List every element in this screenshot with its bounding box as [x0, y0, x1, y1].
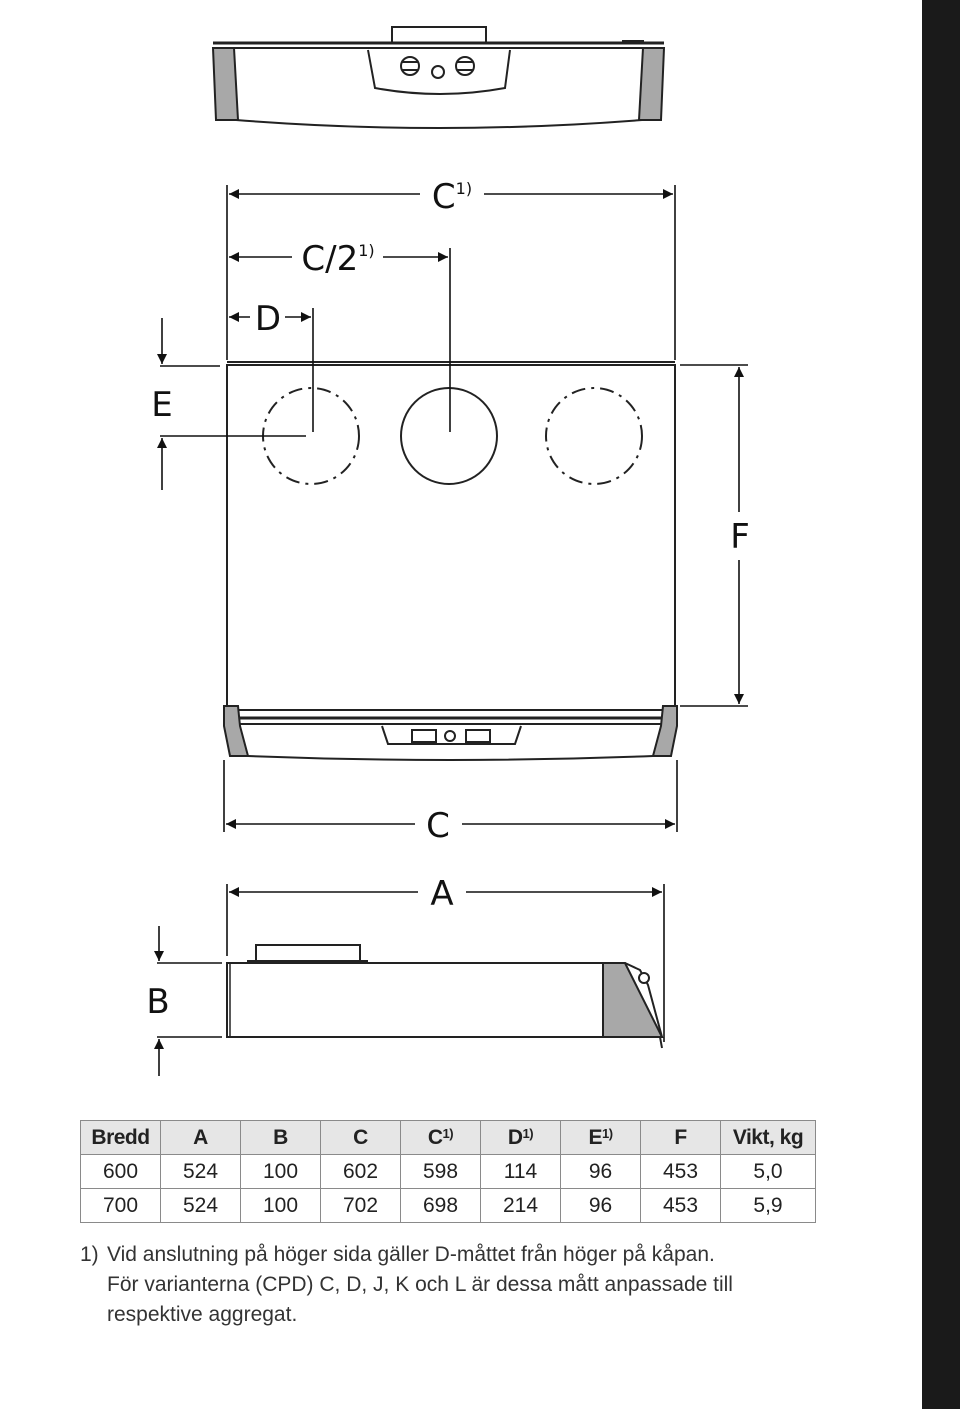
- plan-view: [223, 361, 678, 761]
- table-cell: 100: [240, 1188, 321, 1223]
- table-cell: 100: [240, 1154, 321, 1189]
- footnote-marker: 1): [80, 1243, 99, 1266]
- connection-right-optional: [545, 387, 643, 485]
- dim-label-d: D: [255, 299, 281, 339]
- dim-label-f: F: [730, 517, 750, 557]
- col-header-c: C: [320, 1120, 401, 1155]
- svg-text:C1): C1): [432, 177, 472, 217]
- footnote-1: 1) Vid anslutning på höger sida gäller D…: [80, 1240, 800, 1270]
- footnotes: 1) Vid anslutning på höger sida gäller D…: [80, 1240, 800, 1330]
- table-cell: 114: [480, 1154, 561, 1189]
- col-header-b: B: [240, 1120, 321, 1155]
- col-header-f: F: [640, 1120, 721, 1155]
- valve-connectors-bottom: [411, 729, 491, 743]
- table-header-row: Bredd A B C C1) D1) E1) F Vikt, kg: [80, 1120, 816, 1155]
- table-cell: 453: [640, 1154, 721, 1189]
- technical-drawing: C1) C/21) D E F C A B: [146, 26, 750, 1076]
- table-cell: 96: [560, 1188, 641, 1223]
- col-header-d1: D1): [480, 1120, 561, 1155]
- dim-label-c-super: C: [432, 177, 456, 217]
- col-header-a: A: [160, 1120, 241, 1155]
- dimensions-table: Bredd A B C C1) D1) E1) F Vikt, kg 600 5…: [80, 1120, 816, 1223]
- side-bar: [922, 0, 960, 1409]
- table-cell: 214: [480, 1188, 561, 1223]
- dim-label-e: E: [151, 385, 172, 425]
- table-cell: 5,9: [720, 1188, 816, 1223]
- table-cell: 702: [320, 1188, 401, 1223]
- dim-label-c-half-footnote: 1): [358, 241, 374, 260]
- side-dimension-lines: [154, 884, 665, 1076]
- dim-label-c-half: C/2: [301, 239, 358, 279]
- side-view: [226, 944, 664, 1049]
- table-cell: 598: [400, 1154, 481, 1189]
- table-cell: 698: [400, 1188, 481, 1223]
- table-cell: 700: [80, 1188, 161, 1223]
- dimension-lines: [157, 185, 748, 832]
- svg-text:C/21): C/21): [301, 239, 374, 279]
- table-cell: 5,0: [720, 1154, 816, 1189]
- valve-connectors: [400, 56, 475, 79]
- dim-label-a: A: [430, 874, 453, 914]
- table-cell: 524: [160, 1154, 241, 1189]
- dim-label-c-super-footnote: 1): [456, 179, 472, 198]
- dim-label-c: C: [426, 806, 450, 846]
- table-cell: 96: [560, 1154, 641, 1189]
- table-cell: 600: [80, 1154, 161, 1189]
- col-header-c1: C1): [400, 1120, 481, 1155]
- table-cell: 453: [640, 1188, 721, 1223]
- table-cell: 602: [320, 1154, 401, 1189]
- col-header-bredd: Bredd: [80, 1120, 161, 1155]
- table-row: 700 524 100 702 698 214 96 453 5,9: [80, 1188, 816, 1223]
- footnote-line-2: För varianterna (CPD) C, D, J, K och L ä…: [107, 1273, 733, 1326]
- table-cell: 524: [160, 1188, 241, 1223]
- col-header-e1: E1): [560, 1120, 641, 1155]
- connection-center: [400, 387, 498, 485]
- dim-label-b: B: [146, 982, 169, 1022]
- front-view: [211, 26, 666, 129]
- col-header-vikt: Vikt, kg: [720, 1120, 816, 1155]
- table-row: 600 524 100 602 598 114 96 453 5,0: [80, 1154, 816, 1189]
- footnote-line-1: Vid anslutning på höger sida gäller D-må…: [107, 1243, 715, 1266]
